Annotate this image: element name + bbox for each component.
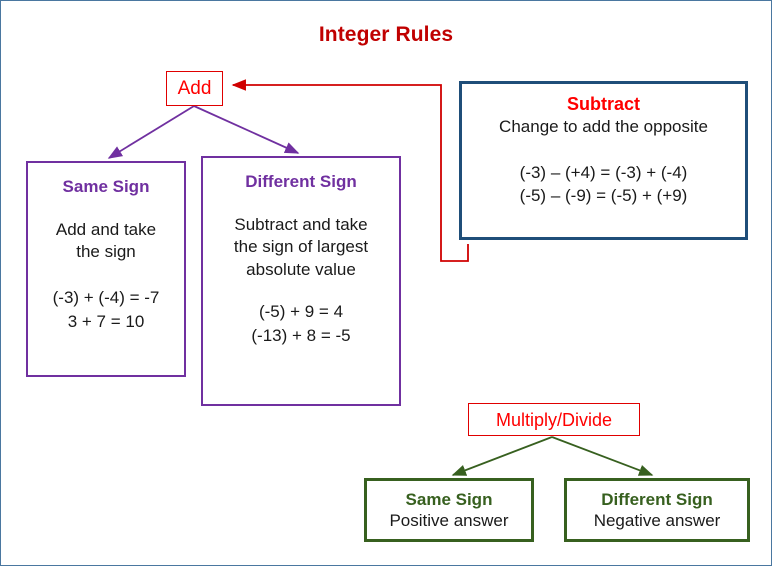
subtract-rule: Change to add the opposite (499, 116, 708, 136)
different-sign-multiply-heading: Different Sign (601, 490, 713, 509)
subtract-node[interactable]: Subtract Change to add the opposite (-3)… (459, 81, 748, 240)
different-sign-add-example-1: (-5) + 9 = 4 (258, 302, 344, 322)
arrow-add-to-different-sign (193, 105, 300, 154)
same-sign-add-heading: Same Sign (62, 177, 150, 196)
arrow-multiply-to-same-sign (451, 436, 553, 476)
arrow-add-to-same-sign (107, 105, 195, 159)
add-node[interactable]: Add (166, 71, 223, 106)
different-sign-multiply-node[interactable]: Different Sign Negative answer (564, 478, 750, 542)
same-sign-multiply-result: Positive answer (389, 511, 509, 531)
spacer (203, 192, 399, 214)
same-sign-multiply-heading: Same Sign (405, 490, 493, 509)
same-sign-add-example-1: (-3) + (-4) = -7 (52, 288, 160, 308)
spacer (28, 197, 184, 219)
same-sign-add-node[interactable]: Same Sign Add and take the sign (-3) + (… (26, 161, 186, 377)
same-sign-add-rule-line2: the sign (76, 242, 136, 262)
different-sign-add-heading: Different Sign (245, 172, 357, 191)
different-sign-add-example-2: (-13) + 8 = -5 (251, 326, 351, 346)
spacer (462, 139, 745, 161)
page-title: Integer Rules (318, 23, 454, 46)
subtract-example-2: (-5) – (-9) = (-5) + (+9) (519, 186, 688, 206)
same-sign-add-example-2: 3 + 7 = 10 (67, 312, 145, 332)
add-label: Add (177, 78, 212, 99)
different-sign-add-rule-line3: absolute value (246, 260, 356, 280)
spacer (203, 282, 399, 300)
same-sign-add-rule-line1: Add and take (55, 219, 157, 239)
subtract-example-1: (-3) – (+4) = (-3) + (-4) (519, 162, 688, 182)
multiply-divide-node[interactable]: Multiply/Divide (468, 403, 640, 436)
arrow-multiply-to-different-sign (551, 436, 654, 476)
different-sign-multiply-result: Negative answer (593, 511, 721, 531)
different-sign-add-rule-line2: the sign of largest (233, 237, 369, 257)
multiply-divide-label: Multiply/Divide (495, 409, 613, 430)
subtract-heading: Subtract (566, 94, 640, 114)
same-sign-multiply-node[interactable]: Same Sign Positive answer (364, 478, 534, 542)
different-sign-add-node[interactable]: Different Sign Subtract and take the sig… (201, 156, 401, 406)
spacer (28, 264, 184, 286)
different-sign-add-rule-line1: Subtract and take (234, 214, 368, 234)
